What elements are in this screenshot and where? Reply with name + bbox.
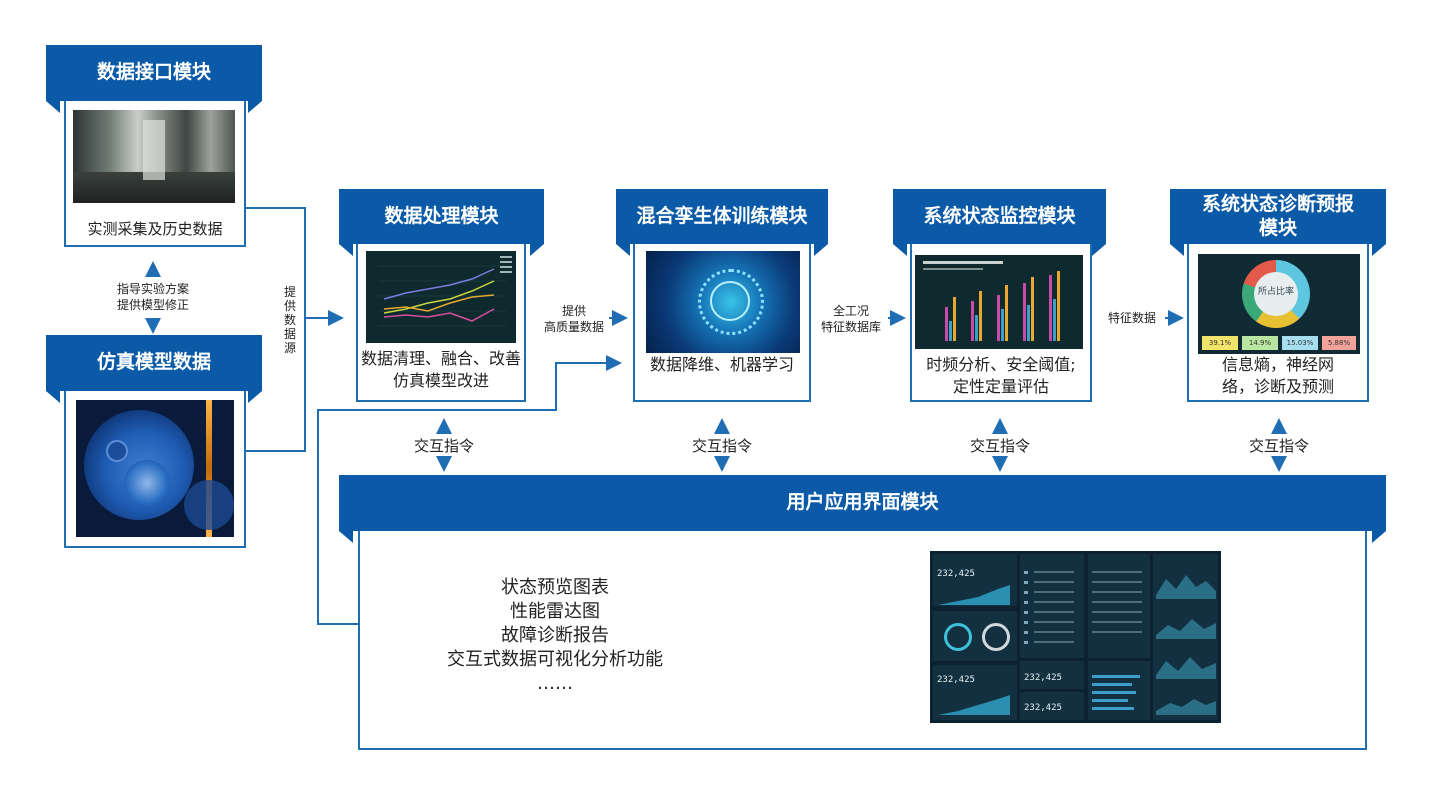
diagnosis-module-header: 系统状态诊断预报 模块 [1170,189,1386,256]
dash-value-2: 232,425 [937,675,975,685]
monitor-module-title: 系统状态监控模块 [923,204,1076,227]
feature-item-2: 性能雷达图 [510,601,600,622]
sim-module-header: 仿真模型数据 [46,335,262,403]
feature-item-4: 交互式数据可视化分析功能 [447,649,663,670]
interface-module-title: 数据接口模块 [96,61,211,84]
condition-label: 全工况 特征数据库 [813,303,889,335]
monitor-module-header: 系统状态监控模块 [893,189,1106,256]
ui-module-title: 用户应用界面模块 [786,491,939,514]
pct-3: 15.03% [1282,336,1318,350]
feature-item-5: …… [537,673,573,694]
diagnosis-caption-line2: 络，诊断及预测 [1221,377,1334,396]
interact-label-4: 交互指令 [1248,437,1309,455]
sim-connector [244,318,306,452]
processing-module-caption: 数据清理、融合、改善 仿真模型改进 [356,348,526,392]
pie-chart-thumbnail: 所占比率 39.1% 14.9% 15.03% 5.88% [1198,254,1360,354]
quality-label-line1: 提供 [561,304,586,318]
source-char-4: 据 [283,327,296,341]
feature-label: 特征数据 [1107,311,1156,325]
interface-module-caption: 实测采集及历史数据 [87,220,223,238]
source-char-1: 提 [283,285,296,299]
sim-module-title: 仿真模型数据 [96,351,211,374]
line-chart-thumbnail [366,251,516,343]
feature-item-3: 故障诊断报告 [501,625,609,646]
feedback-connector [317,355,622,625]
twin-module-header: 混合孪生体训练模块 [616,189,828,256]
guide-label-line1: 指导实验方案 [116,282,189,296]
source-char-5: 源 [283,341,296,355]
dash-value-3: 232,425 [1024,673,1062,683]
processing-module-title: 数据处理模块 [384,204,499,227]
processing-caption-line2: 仿真模型改进 [392,371,489,390]
twin-module-title: 混合孪生体训练模块 [636,204,808,227]
dashboard-thumbnail: 232,425 232,425 232,425 232,425 [930,551,1221,723]
interact-label-3: 交互指令 [969,437,1030,455]
interact-label-1: 交互指令 [413,437,474,455]
condition-label-line1: 全工况 [832,304,869,318]
monitor-caption-line1: 时频分析、安全阈值; [926,355,1076,374]
pie-title: 所占比率 [1257,287,1294,297]
turbine-render-image [76,400,234,537]
twin-module-caption: 数据降维、机器学习 [649,355,794,374]
bar-chart-thumbnail [915,255,1083,349]
ui-feature-list: 状态预览图表 性能雷达图 故障诊断报告 交互式数据可视化分析功能 …… [410,576,700,696]
engine-room-photo [73,110,235,203]
condition-label-line2: 特征数据库 [820,320,881,334]
dash-value-1: 232,425 [937,569,975,579]
diagnosis-module-title-line1: 系统状态诊断预报 [1201,192,1354,215]
source-connector [244,207,306,318]
pct-2: 14.9% [1242,336,1278,350]
dash-value-4: 232,425 [1024,703,1062,713]
ui-module-header: 用户应用界面模块 [339,475,1386,543]
monitor-caption-line2: 定性定量评估 [952,377,1049,396]
guide-label-line2: 提供模型修正 [116,298,189,312]
processing-module-header: 数据处理模块 [339,189,544,256]
interface-module-header: 数据接口模块 [46,45,262,113]
diagnosis-module-caption: 信息熵，神经网 络，诊断及预测 [1187,354,1369,398]
quality-label: 提供 高质量数据 [536,303,612,335]
pct-4: 5.88% [1322,336,1356,350]
feature-item-1: 状态预览图表 [501,577,609,598]
processing-caption-line1: 数据清理、融合、改善 [360,349,521,368]
source-label: 提 供 数 据 源 [282,285,298,355]
ai-brain-image [646,251,800,353]
pct-1: 39.1% [1202,336,1238,350]
quality-label-line2: 高质量数据 [543,320,604,334]
source-char-3: 数 [283,313,296,327]
monitor-module-caption: 时频分析、安全阈值; 定性定量评估 [910,354,1092,398]
source-char-2: 供 [283,299,296,313]
diagnosis-module-title-line2: 模块 [1258,216,1297,239]
guide-label: 指导实验方案 提供模型修正 [95,281,211,313]
diagnosis-caption-line1: 信息熵，神经网 [1221,355,1334,374]
interact-label-2: 交互指令 [691,437,752,455]
